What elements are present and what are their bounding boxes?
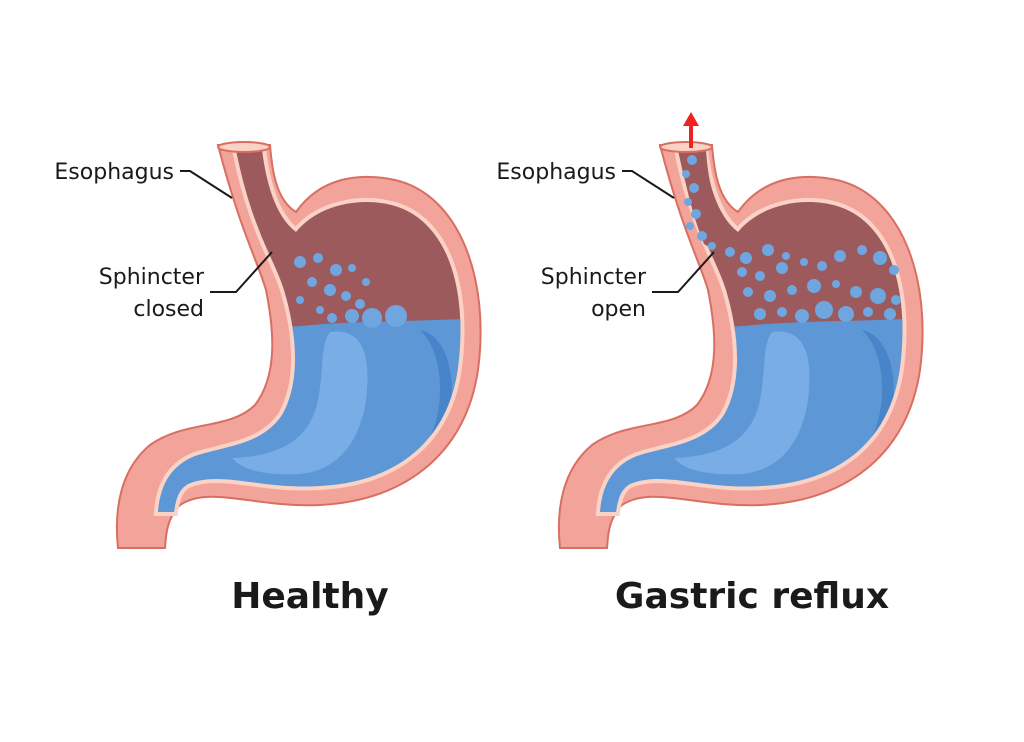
gas-bubble [787, 285, 797, 295]
gas-bubble [863, 307, 873, 317]
gas-bubble [362, 278, 370, 286]
gas-bubble [870, 288, 886, 304]
fluid-highlight [674, 331, 810, 475]
esophagus-label: Esophagus [496, 160, 616, 185]
gas-bubble [296, 296, 304, 304]
panel-caption: Healthy [231, 576, 388, 617]
gas-bubble [708, 242, 716, 250]
gas-bubbles [682, 155, 901, 323]
sphincter-leader-line [652, 251, 715, 293]
gas-bubble [355, 299, 365, 309]
fluid-highlight [232, 331, 368, 475]
gas-bubble [764, 290, 776, 302]
gas-bubble [807, 279, 821, 293]
gas-bubble [684, 198, 692, 206]
gas-bubble [348, 264, 356, 272]
gas-bubble [884, 308, 896, 320]
gas-bubble [327, 313, 337, 323]
sphincter-label-line2: closed [133, 297, 204, 322]
gas-bubbles [294, 253, 407, 328]
gas-bubble [740, 252, 752, 264]
gas-bubble [307, 277, 317, 287]
gas-bubble [832, 280, 840, 288]
gas-bubble [800, 258, 808, 266]
gas-bubble [782, 252, 790, 260]
gas-bubble [743, 287, 753, 297]
esophagus-label: Esophagus [54, 160, 174, 185]
gas-bubble [762, 244, 774, 256]
gas-bubble [737, 267, 747, 277]
sphincter-leader-line [210, 251, 273, 293]
reflux-arrow-head [683, 112, 699, 126]
gas-bubble [324, 284, 336, 296]
gas-bubble [889, 265, 899, 275]
gas-bubble [817, 261, 827, 271]
gas-bubble [687, 155, 697, 165]
sphincter-label-line1: Sphincter [99, 265, 205, 290]
gas-bubble [697, 231, 707, 241]
gas-bubble [850, 286, 862, 298]
esophagus-lumen [680, 150, 734, 248]
gas-bubble [838, 306, 854, 322]
sphincter-label-line2: open [591, 297, 646, 322]
gas-bubble [873, 251, 887, 265]
gas-bubble [385, 305, 407, 327]
gas-bubble [682, 170, 690, 178]
panel-caption: Gastric reflux [615, 576, 889, 617]
gas-bubble [341, 291, 351, 301]
esophagus-leader-line [180, 170, 233, 199]
esophagus-opening [217, 141, 271, 153]
gas-bubble [891, 295, 901, 305]
gas-bubble [857, 245, 867, 255]
gas-bubble [316, 306, 324, 314]
gas-bubble [776, 262, 788, 274]
gas-bubble [689, 183, 699, 193]
gas-bubble [362, 308, 382, 328]
gas-bubble [755, 271, 765, 281]
gas-bubble [815, 301, 833, 319]
esophagus-lumen [244, 150, 282, 243]
gas-bubble [691, 209, 701, 219]
gas-bubble [294, 256, 306, 268]
gas-bubble [686, 222, 694, 230]
gas-bubble [754, 308, 766, 320]
esophagus-opening [659, 141, 713, 153]
gas-bubble [777, 307, 787, 317]
gas-bubble [834, 250, 846, 262]
sphincter-label-line1: Sphincter [541, 265, 647, 290]
gas-bubble [725, 247, 735, 257]
gas-bubble [330, 264, 342, 276]
gas-bubble [313, 253, 323, 263]
gas-bubble [795, 309, 809, 323]
gas-bubble [345, 309, 359, 323]
esophagus-leader-line [622, 170, 675, 199]
